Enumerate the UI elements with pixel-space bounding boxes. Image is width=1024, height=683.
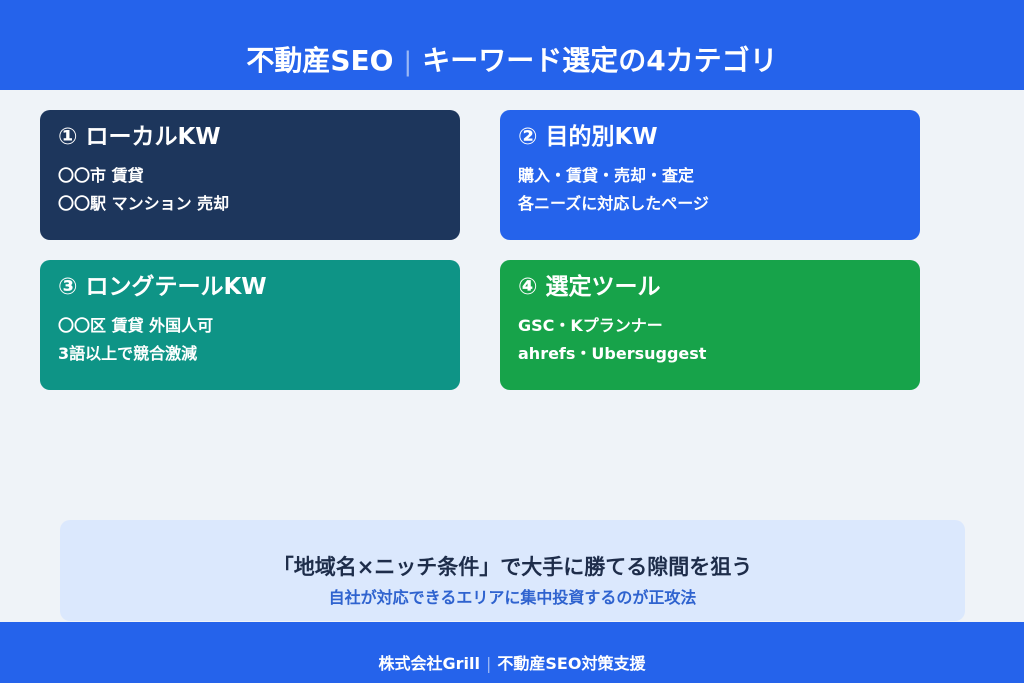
card-line: 各ニーズに対応したページ: [518, 194, 709, 213]
callout-main-text: 「地域名×ニッチ条件」で大手に勝てる隙間を狙う: [272, 555, 753, 579]
footer-bar: 株式会社Grill|不動産SEO対策支援: [0, 622, 1024, 683]
card-title: ① ローカルKW: [58, 124, 221, 150]
header-bar: 不動産SEO | キーワード選定の4カテゴリ: [0, 0, 1024, 90]
title-right: キーワード選定の4カテゴリ: [422, 44, 778, 77]
footer-separator: |: [486, 653, 492, 673]
card-selection-tools: ④ 選定ツール GSC・Kプランナー ahrefs・Ubersuggest: [500, 260, 920, 390]
title-left: 不動産SEO: [246, 44, 394, 77]
card-line: 〇〇駅 マンション 売却: [58, 194, 230, 213]
footer-company: 株式会社Grill: [378, 653, 481, 673]
card-purpose-kw: ② 目的別KW 購入・賃貸・売却・査定 各ニーズに対応したページ: [500, 110, 920, 240]
card-line: 3語以上で競合激減: [58, 344, 198, 363]
card-longtail-kw: ③ ロングテールKW 〇〇区 賃貸 外国人可 3語以上で競合激減: [40, 260, 460, 390]
card-title: ③ ロングテールKW: [58, 274, 267, 300]
page-title: 不動産SEO | キーワード選定の4カテゴリ: [246, 39, 777, 79]
title-separator: |: [403, 47, 413, 77]
card-line: 〇〇市 賃貸: [58, 166, 144, 185]
card-local-kw: ① ローカルKW 〇〇市 賃貸 〇〇駅 マンション 売却: [40, 110, 460, 240]
key-message-callout: 「地域名×ニッチ条件」で大手に勝てる隙間を狙う 自社が対応できるエリアに集中投資…: [60, 520, 965, 621]
card-line: ahrefs・Ubersuggest: [518, 344, 707, 363]
card-line: 〇〇区 賃貸 外国人可: [58, 316, 214, 335]
footer-text: 株式会社Grill|不動産SEO対策支援: [379, 650, 646, 674]
footer-service: 不動産SEO対策支援: [497, 653, 646, 673]
card-title: ② 目的別KW: [518, 124, 658, 150]
callout-sub-text: 自社が対応できるエリアに集中投資するのが正攻法: [328, 588, 697, 607]
card-line: GSC・Kプランナー: [518, 316, 663, 335]
card-line: 購入・賃貸・売却・査定: [518, 166, 695, 185]
card-title: ④ 選定ツール: [518, 274, 661, 300]
